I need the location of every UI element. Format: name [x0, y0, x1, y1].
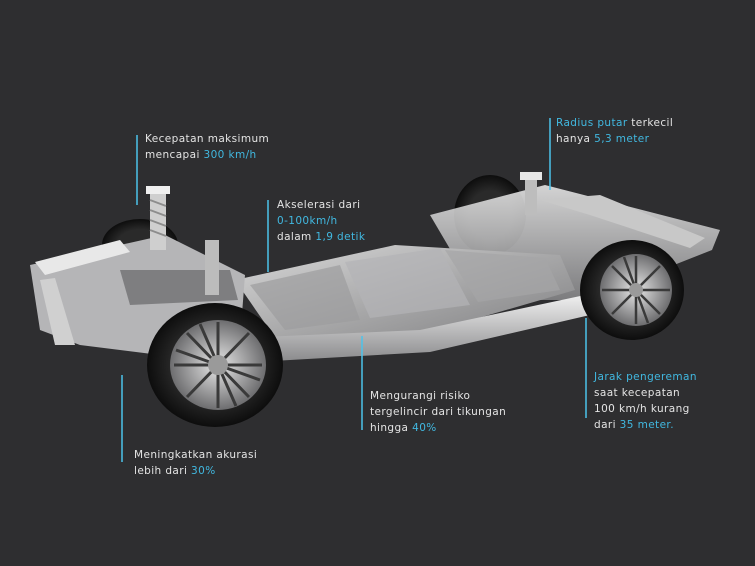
front-right-wheel	[147, 303, 283, 427]
callout-top-speed: Kecepatan maksimum mencapai 300 km/h	[145, 133, 270, 161]
callout-lines	[121, 118, 587, 462]
rear-right-wheel	[580, 240, 684, 340]
callout-accuracy: Meningkatkan akurasi lebih dari 30%	[134, 449, 258, 477]
callout-acceleration: Akselerasi dari 0-100km/h dalam 1,9 deti…	[277, 199, 366, 243]
callout-braking: Jarak pengereman saat kecepatan 100 km/h…	[594, 371, 697, 431]
callout-skid: Mengurangi risiko tergelincir dari tikun…	[370, 390, 507, 434]
side-sill	[240, 295, 590, 362]
callout-turning-radius: Radius putar terkecil hanya 5,3 meter	[556, 117, 674, 145]
